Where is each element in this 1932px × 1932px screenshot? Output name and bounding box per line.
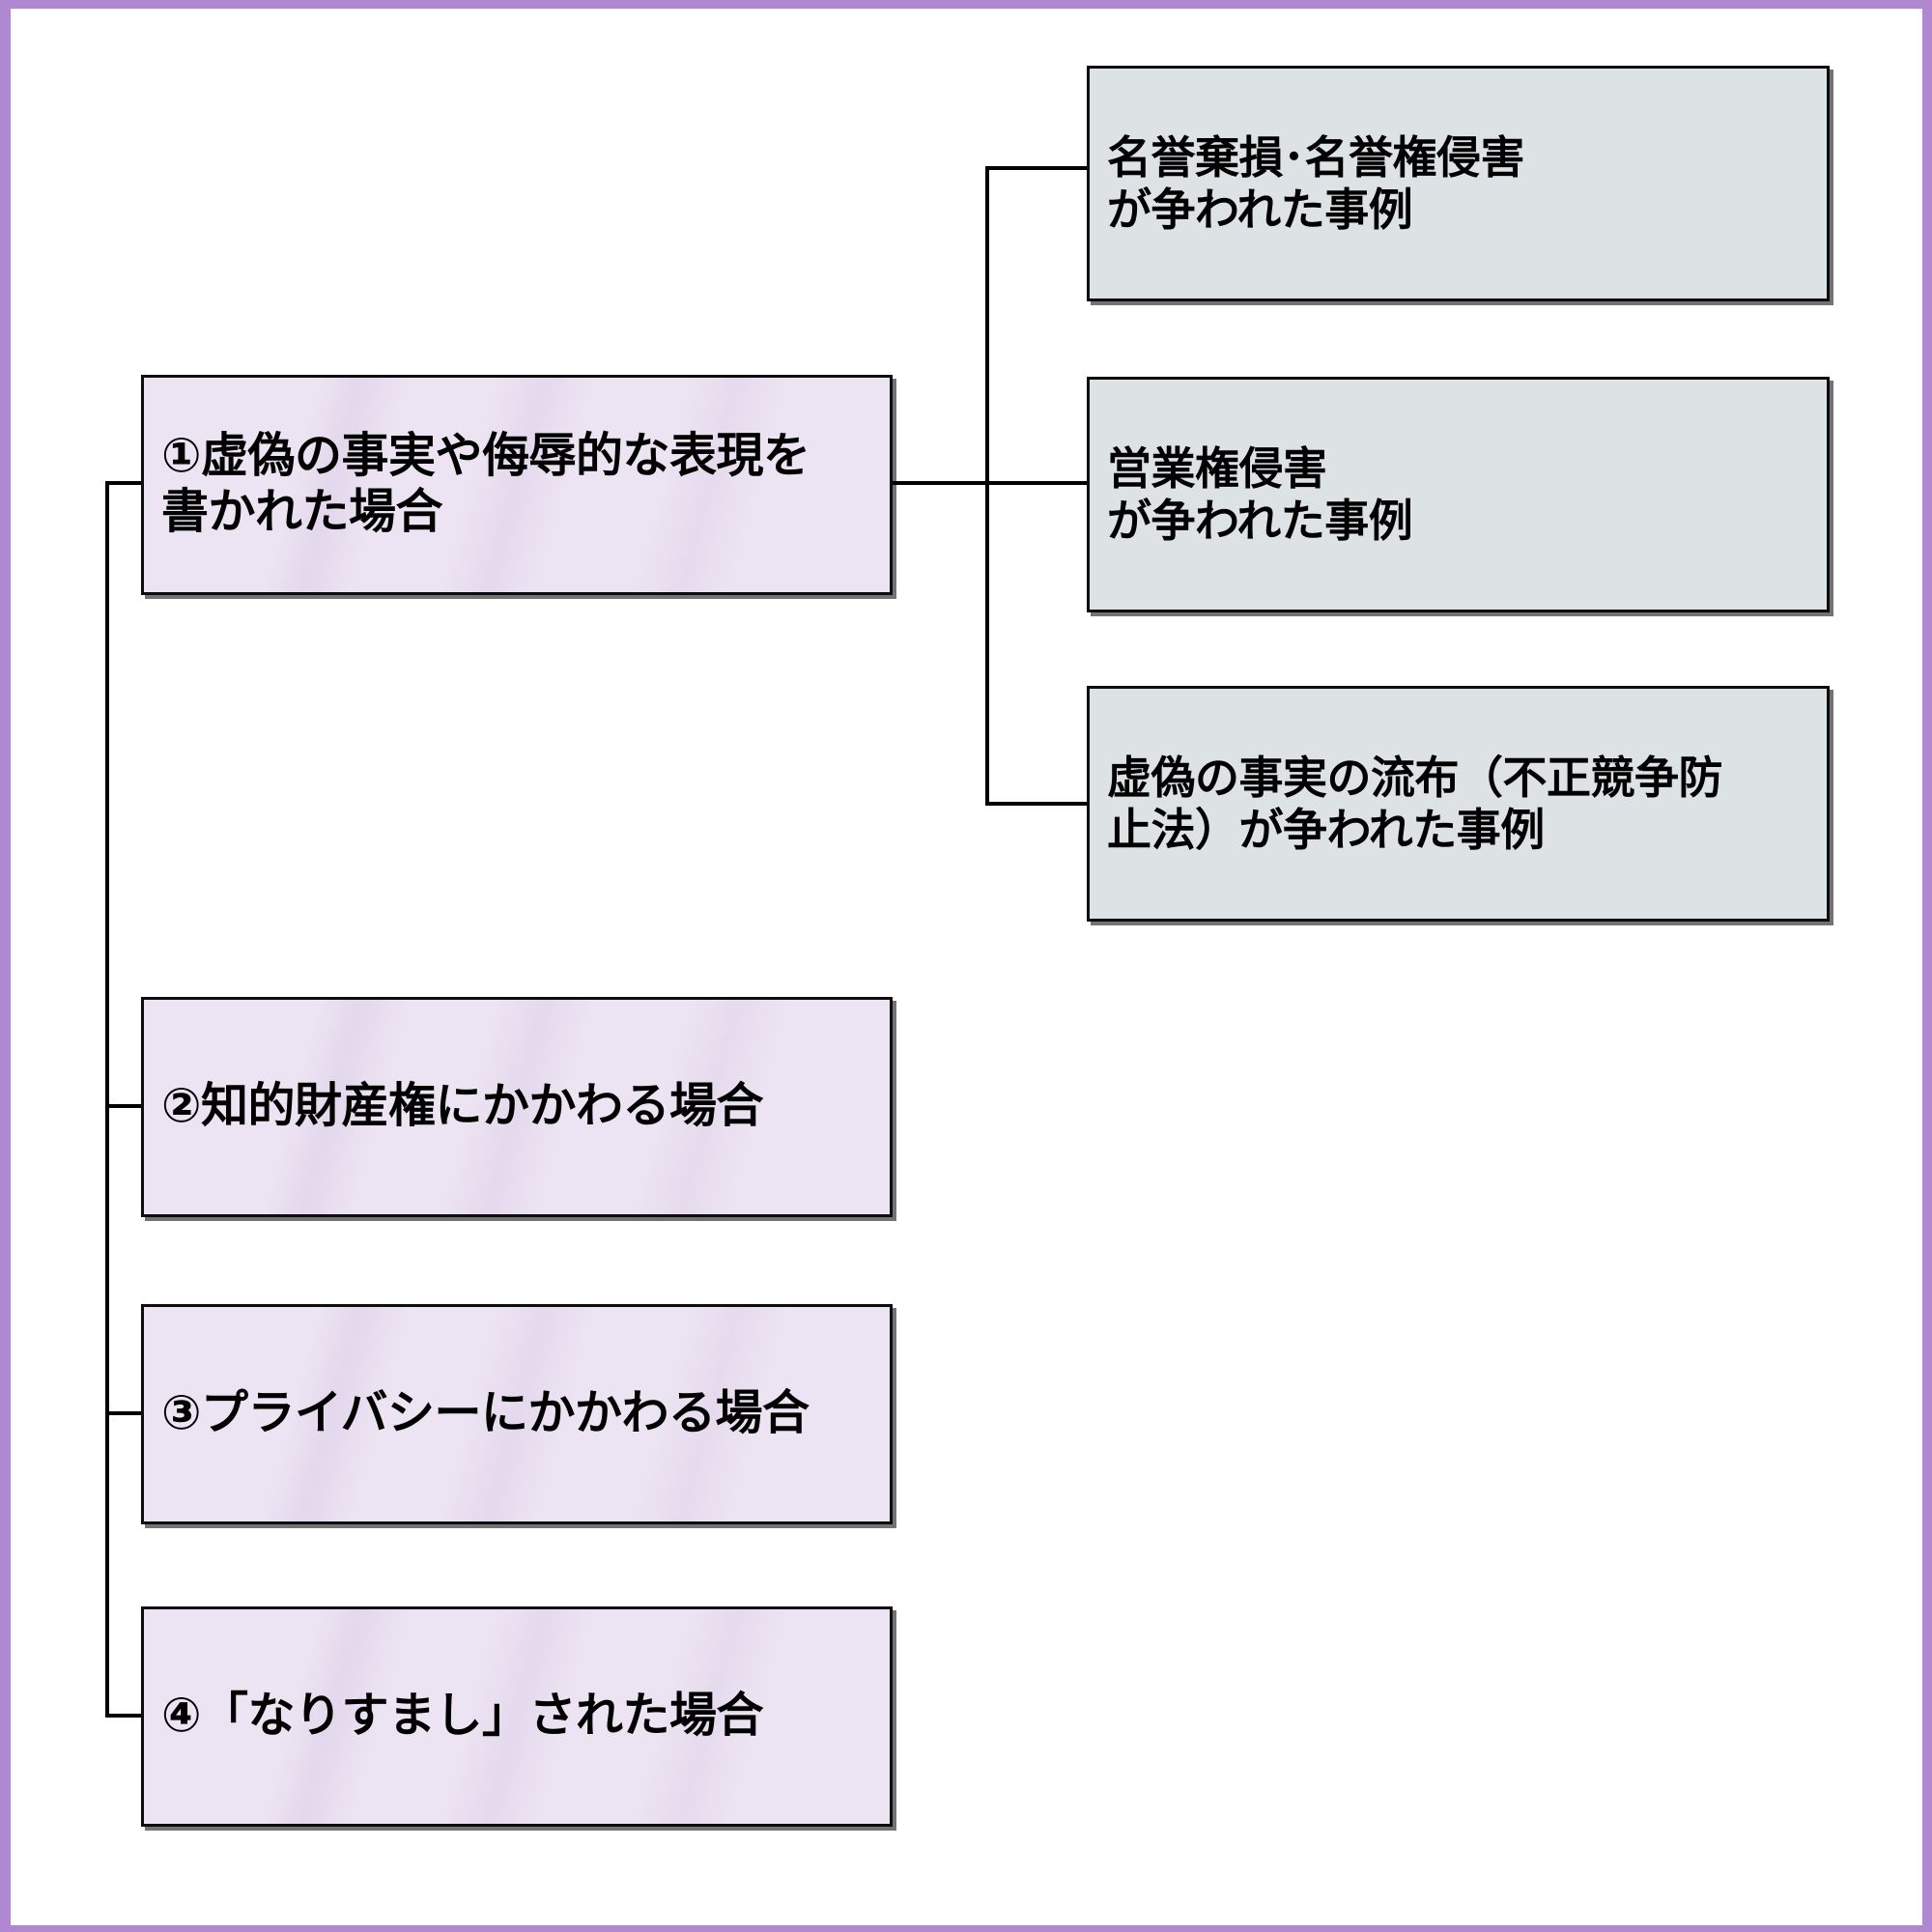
connector-stub-to-sub-1 [985, 166, 1090, 170]
frame-border-left [0, 0, 11, 1932]
node-sub-1[interactable]: 名誉棄損･名誉権侵害 が争われた事例 [1087, 66, 1830, 301]
connector-stub-to-sub-3 [985, 802, 1090, 806]
frame-border-bottom [0, 1925, 1932, 1932]
node-case-1[interactable]: ①虚偽の事実や侮辱的な表現を 書かれた場合 [141, 375, 893, 595]
connector-left-trunk-vertical [105, 481, 109, 1718]
node-case-3[interactable]: ③プライバシーにかかわる場合 [141, 1304, 893, 1524]
connector-stub-to-case-4 [105, 1714, 144, 1718]
node-case-4-label: ④「なりすまし」された場合 [161, 1690, 764, 1743]
node-sub-1-label: 名誉棄損･名誉権侵害 が争われた事例 [1107, 131, 1525, 235]
frame-border-top [0, 0, 1932, 9]
node-sub-2[interactable]: 営業権侵害 が争われた事例 [1087, 377, 1830, 612]
node-case-4[interactable]: ④「なりすまし」された場合 [141, 1606, 893, 1827]
connector-stub-to-case-2 [105, 1104, 144, 1108]
connector-stub-to-case-3 [105, 1411, 144, 1415]
connector-right-trunk-vertical [985, 166, 989, 806]
node-case-1-label: ①虚偽の事実や侮辱的な表現を 書かれた場合 [161, 430, 810, 538]
node-case-3-label: ③プライバシーにかかわる場合 [161, 1387, 810, 1440]
node-case-2-label: ②知的財産権にかかわる場合 [161, 1080, 764, 1133]
node-sub-3-label: 虚偽の事実の流布（不正競争防 止法）が争われた事例 [1107, 752, 1723, 855]
connector-stub-to-sub-2 [985, 481, 1090, 485]
frame-border-right [1922, 0, 1932, 1932]
node-sub-3[interactable]: 虚偽の事実の流布（不正競争防 止法）が争われた事例 [1087, 686, 1830, 922]
connector-stub-to-case-1 [105, 481, 144, 485]
node-sub-2-label: 営業権侵害 が争われた事例 [1107, 442, 1413, 546]
node-case-2[interactable]: ②知的財産権にかかわる場合 [141, 997, 893, 1217]
connector-case-1-outgoing [889, 481, 989, 485]
